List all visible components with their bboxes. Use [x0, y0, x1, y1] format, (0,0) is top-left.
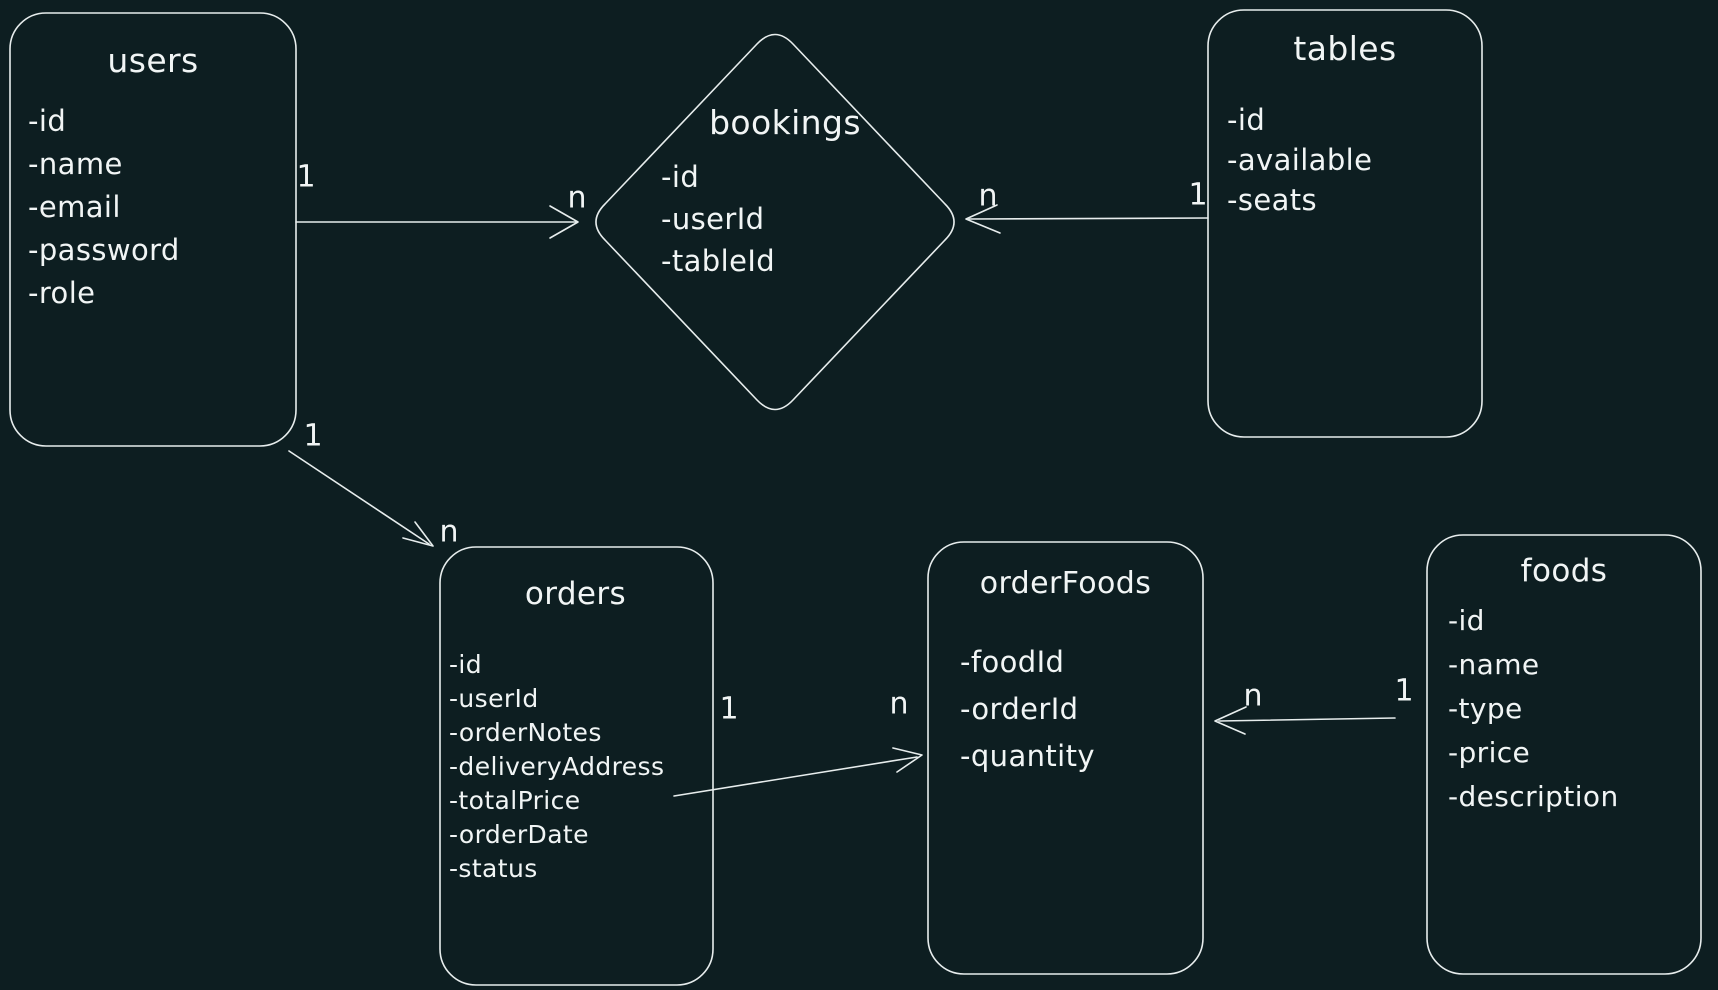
- field-label: -foodId: [960, 645, 1065, 679]
- entity-orders-box[interactable]: [440, 547, 713, 985]
- field-label: -orderDate: [449, 820, 589, 849]
- field-label: -password: [28, 233, 180, 267]
- entity-tables-title: tables: [1293, 29, 1397, 68]
- entity-tables-fields: -id -available -seats: [1227, 100, 1372, 220]
- field-label: -userId: [449, 684, 539, 713]
- cardinality-label: n: [1243, 678, 1263, 714]
- field-label: -email: [28, 190, 121, 224]
- field-label: -userId: [661, 202, 765, 236]
- entity-tables-box[interactable]: [1208, 10, 1482, 437]
- cardinality-label: 1: [1394, 673, 1414, 709]
- field-label: -tableId: [661, 244, 776, 278]
- entity-users-fields: -id -name -email -password -role: [28, 100, 180, 315]
- field-label: -id: [449, 650, 483, 679]
- field-label: -name: [1448, 648, 1540, 681]
- field-label: -seats: [1227, 183, 1318, 217]
- field-label: -id: [28, 104, 67, 138]
- field-label: -totalPrice: [449, 786, 581, 815]
- field-label: -price: [1448, 736, 1531, 769]
- field-label: -id: [661, 160, 700, 194]
- field-label: -available: [1227, 143, 1373, 177]
- entity-orderfoods-title: orderFoods: [979, 566, 1152, 601]
- arrow-users-bookings[interactable]: [296, 206, 578, 238]
- cardinality-label: 1: [719, 691, 739, 727]
- entity-orders-fields: -id -userId -orderNotes -deliveryAddress…: [449, 648, 664, 886]
- arrow-tables-bookings[interactable]: [966, 205, 1208, 233]
- field-label: -type: [1448, 692, 1523, 725]
- arrow-foods-orderfoods[interactable]: [1215, 707, 1395, 734]
- entity-foods-box[interactable]: [1427, 535, 1701, 974]
- arrow-users-orders[interactable]: [289, 451, 433, 546]
- field-label: -orderNotes: [449, 718, 602, 747]
- entity-bookings-diamond[interactable]: [596, 35, 954, 410]
- field-label: -quantity: [960, 739, 1095, 773]
- entity-orders-title: orders: [524, 576, 627, 612]
- field-label: -role: [28, 276, 96, 310]
- field-label: -orderId: [960, 692, 1079, 726]
- field-label: -deliveryAddress: [449, 752, 665, 781]
- entity-bookings-fields: -id -userId -tableId: [661, 156, 775, 282]
- cardinality-label: n: [567, 180, 587, 216]
- entity-users-title: users: [107, 41, 199, 80]
- entity-foods-fields: -id -name -type -price -description: [1448, 599, 1619, 819]
- field-label: -id: [1448, 604, 1485, 637]
- cardinality-label: 1: [296, 159, 316, 195]
- field-label: -description: [1448, 780, 1619, 813]
- field-label: -status: [449, 854, 538, 883]
- cardinality-label: 1: [1188, 177, 1208, 213]
- field-label: -name: [28, 147, 123, 181]
- cardinality-label: n: [978, 178, 998, 214]
- entity-orderfoods-box[interactable]: [928, 542, 1203, 974]
- cardinality-label: n: [889, 686, 909, 722]
- cardinality-label: 1: [303, 418, 323, 454]
- field-label: -id: [1227, 103, 1266, 137]
- cardinality-label: n: [439, 514, 459, 550]
- entity-bookings-title: bookings: [709, 103, 861, 142]
- entity-orderfoods-fields: -foodId -orderId -quantity: [960, 639, 1095, 780]
- entity-users-box[interactable]: [10, 13, 296, 446]
- arrow-orders-orderfoods[interactable]: [674, 748, 922, 796]
- entity-foods-title: foods: [1520, 553, 1608, 589]
